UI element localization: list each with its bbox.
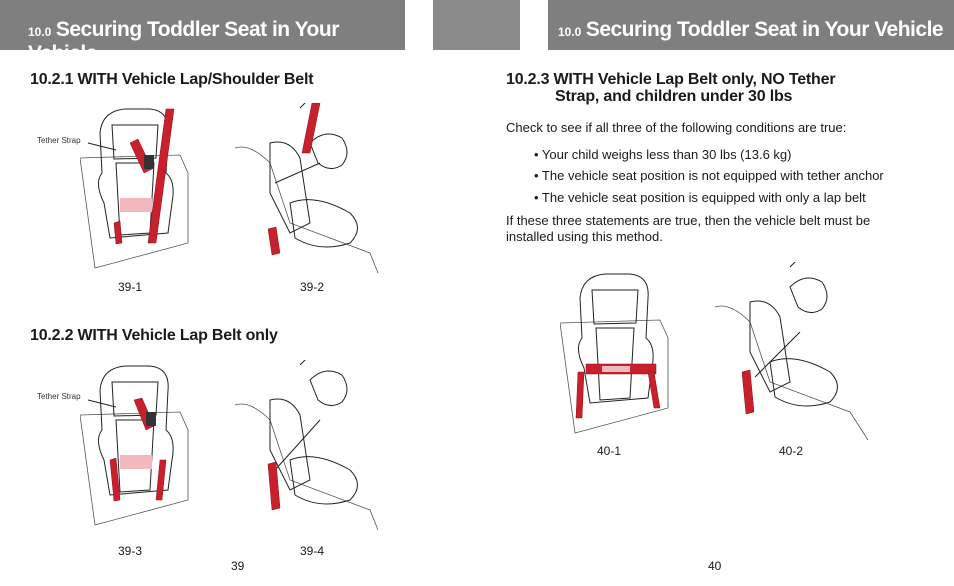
section-heading-lap-only: 10.2.2 WITH Vehicle Lap Belt only [30,327,278,344]
left-header: 10.0 Securing Toddler Seat in Your Vehic… [0,0,405,65]
tether-strap-label-1: Tether Strap [37,136,81,145]
left-header-number: 10.0 [28,25,52,39]
right-header: 10.0 Securing Toddler Seat in Your Vehic… [548,0,954,50]
caption-40-1: 40-1 [597,444,622,458]
caption-39-3: 39-3 [118,544,143,558]
section-heading-no-tether-line2: Strap, and children under 30 lbs [555,88,793,105]
figure-39-4 [234,360,379,531]
figure-39-1 [80,108,189,269]
condition-weight: • Your child weighs less than 30 lbs (13… [534,147,792,162]
condition-lap-belt-only: • The vehicle seat position is equipped … [534,190,866,205]
center-gray-block [433,0,520,50]
conclusion-line1: If these three statements are true, then… [506,213,871,228]
caption-39-2: 39-2 [300,280,325,294]
right-header-title: Securing Toddler Seat in Your Vehicle [585,18,944,41]
conclusion-line2: installed using this method. [506,229,663,244]
figure-39-2 [234,103,379,274]
caption-39-1: 39-1 [118,280,143,294]
tether-strap-label-2: Tether Strap [37,392,81,401]
caption-39-4: 39-4 [300,544,325,558]
page-number-40: 40 [708,559,722,573]
figure-40-1 [560,273,669,434]
figure-39-3 [80,365,189,526]
condition-no-tether-anchor: • The vehicle seat position is not equip… [534,168,884,183]
conditions-intro: Check to see if all three of the followi… [506,120,847,135]
section-heading-lap-shoulder: 10.2.1 WITH Vehicle Lap/Shoulder Belt [30,71,314,88]
caption-40-2: 40-2 [779,444,804,458]
right-header-number: 10.0 [558,25,582,39]
figure-40-2 [714,262,869,441]
left-header-title: Securing Toddler Seat in Your Vehicle [28,18,339,65]
page-number-39: 39 [231,559,245,573]
section-heading-no-tether-line1: 10.2.3 WITH Vehicle Lap Belt only, NO Te… [506,71,836,88]
